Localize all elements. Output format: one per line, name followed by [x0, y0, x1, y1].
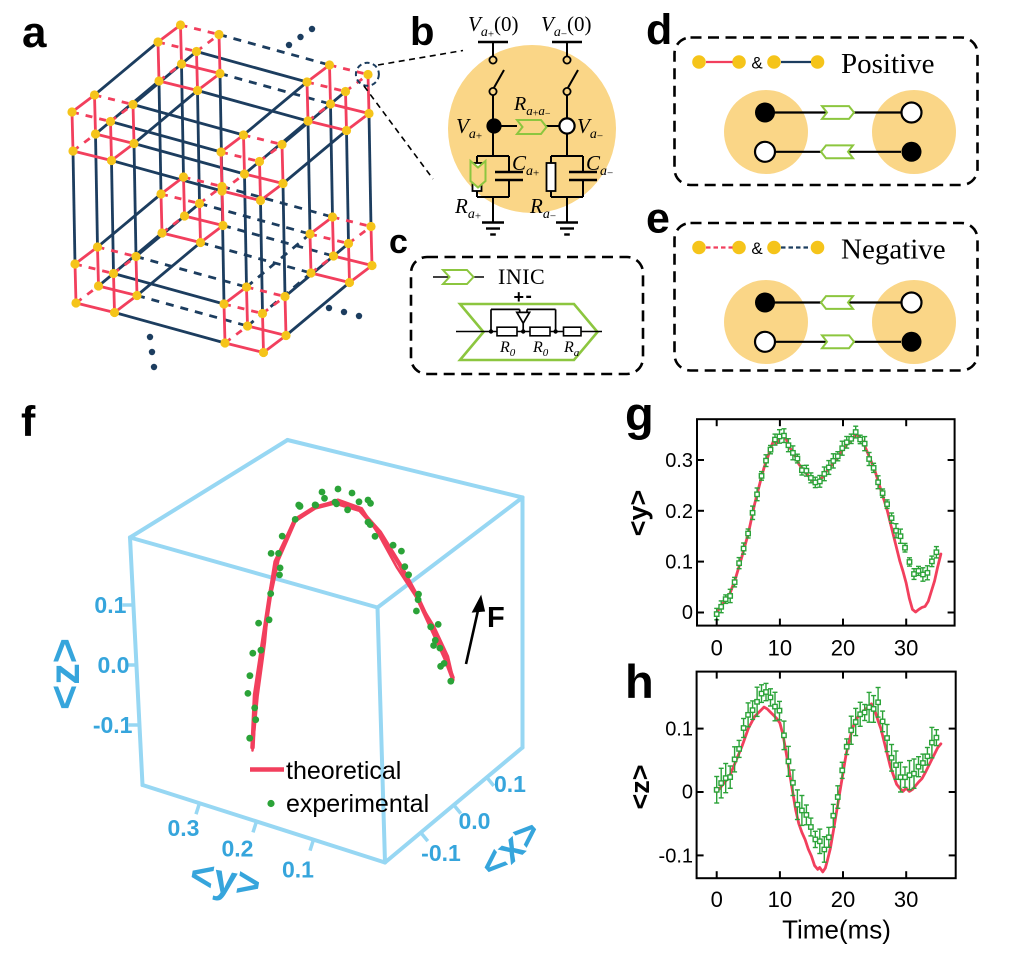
svg-text:0.3: 0.3 — [168, 815, 200, 841]
svg-text:<z>: <z> — [41, 638, 89, 710]
svg-text:&: & — [751, 54, 763, 73]
svg-text:30: 30 — [894, 636, 918, 661]
svg-text:R0: R0 — [499, 339, 516, 359]
svg-text:F: F — [487, 602, 505, 634]
svg-text:10: 10 — [768, 887, 792, 912]
svg-text:0: 0 — [682, 602, 693, 624]
svg-text:f: f — [21, 398, 36, 446]
svg-text:Ra+: Ra+ — [454, 194, 481, 223]
svg-text:R0: R0 — [532, 339, 549, 359]
svg-text:0: 0 — [711, 636, 723, 661]
svg-text:-0.1: -0.1 — [93, 712, 133, 738]
svg-text:<y>: <y> — [623, 490, 653, 537]
svg-text:-0.1: -0.1 — [421, 840, 461, 866]
svg-text:b: b — [410, 10, 434, 54]
svg-text:c: c — [389, 223, 408, 261]
svg-text:e: e — [646, 195, 670, 243]
svg-text:0.2: 0.2 — [222, 836, 254, 862]
svg-text:0.1: 0.1 — [94, 592, 126, 618]
svg-text:Va−(0): Va−(0) — [541, 12, 592, 41]
svg-text:Ra−: Ra− — [529, 194, 556, 223]
svg-text:0.1: 0.1 — [282, 857, 314, 883]
svg-text:Ra+a−: Ra+a− — [513, 93, 551, 120]
svg-text:-: - — [526, 286, 532, 307]
svg-text:0.1: 0.1 — [665, 552, 693, 574]
svg-text:20: 20 — [831, 636, 855, 661]
svg-text:Va+: Va+ — [456, 114, 482, 143]
svg-text:d: d — [646, 6, 672, 54]
svg-text:10: 10 — [768, 636, 792, 661]
svg-text:Positive: Positive — [841, 48, 934, 80]
svg-text:experimental: experimental — [286, 790, 429, 818]
svg-text:Ca−: Ca− — [586, 151, 613, 180]
svg-text:<z>: <z> — [625, 764, 655, 809]
svg-text:Va−: Va− — [577, 114, 603, 143]
svg-text:0.1: 0.1 — [665, 719, 693, 741]
svg-text:0.0: 0.0 — [97, 652, 129, 678]
svg-text:0: 0 — [711, 887, 723, 912]
svg-text:Ca+: Ca+ — [512, 151, 539, 180]
svg-text:20: 20 — [831, 887, 855, 912]
svg-text:-0.1: -0.1 — [659, 846, 693, 868]
svg-text:a: a — [22, 8, 47, 57]
svg-text:theoretical: theoretical — [286, 757, 401, 785]
svg-text:Time(ms): Time(ms) — [782, 915, 891, 945]
svg-text:0.3: 0.3 — [665, 450, 693, 472]
svg-text:Ra: Ra — [563, 339, 580, 359]
svg-text:0.1: 0.1 — [494, 771, 526, 797]
svg-text:Negative: Negative — [841, 234, 946, 266]
svg-text:Va+(0): Va+(0) — [468, 12, 519, 41]
svg-text:h: h — [625, 655, 654, 708]
svg-text:0.0: 0.0 — [459, 808, 491, 834]
svg-text:0.2: 0.2 — [665, 501, 693, 523]
svg-text:+: + — [514, 287, 525, 307]
svg-text:g: g — [625, 387, 654, 440]
svg-text:INIC: INIC — [498, 264, 545, 289]
svg-text:0: 0 — [682, 782, 693, 804]
svg-text:30: 30 — [894, 887, 918, 912]
svg-text:&: & — [751, 239, 763, 258]
